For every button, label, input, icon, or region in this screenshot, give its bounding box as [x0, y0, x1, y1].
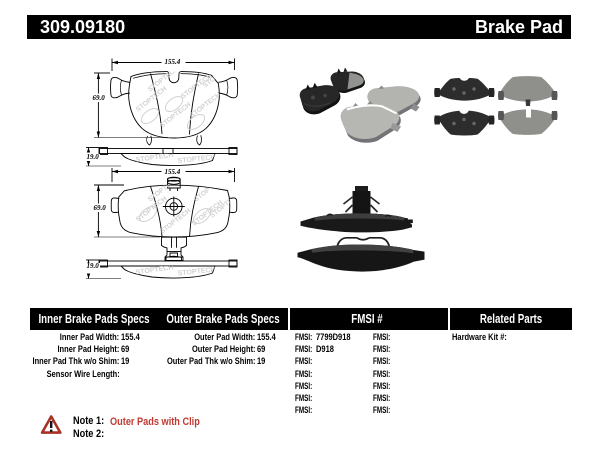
svg-text:STOPTECH: STOPTECH: [177, 154, 216, 165]
svg-text:STOPTECH: STOPTECH: [177, 267, 216, 278]
svg-text:STOPTECH: STOPTECH: [159, 207, 192, 235]
svg-text:STOPTECH: STOPTECH: [135, 152, 174, 164]
svg-text:STOPTECH: STOPTECH: [135, 264, 174, 276]
